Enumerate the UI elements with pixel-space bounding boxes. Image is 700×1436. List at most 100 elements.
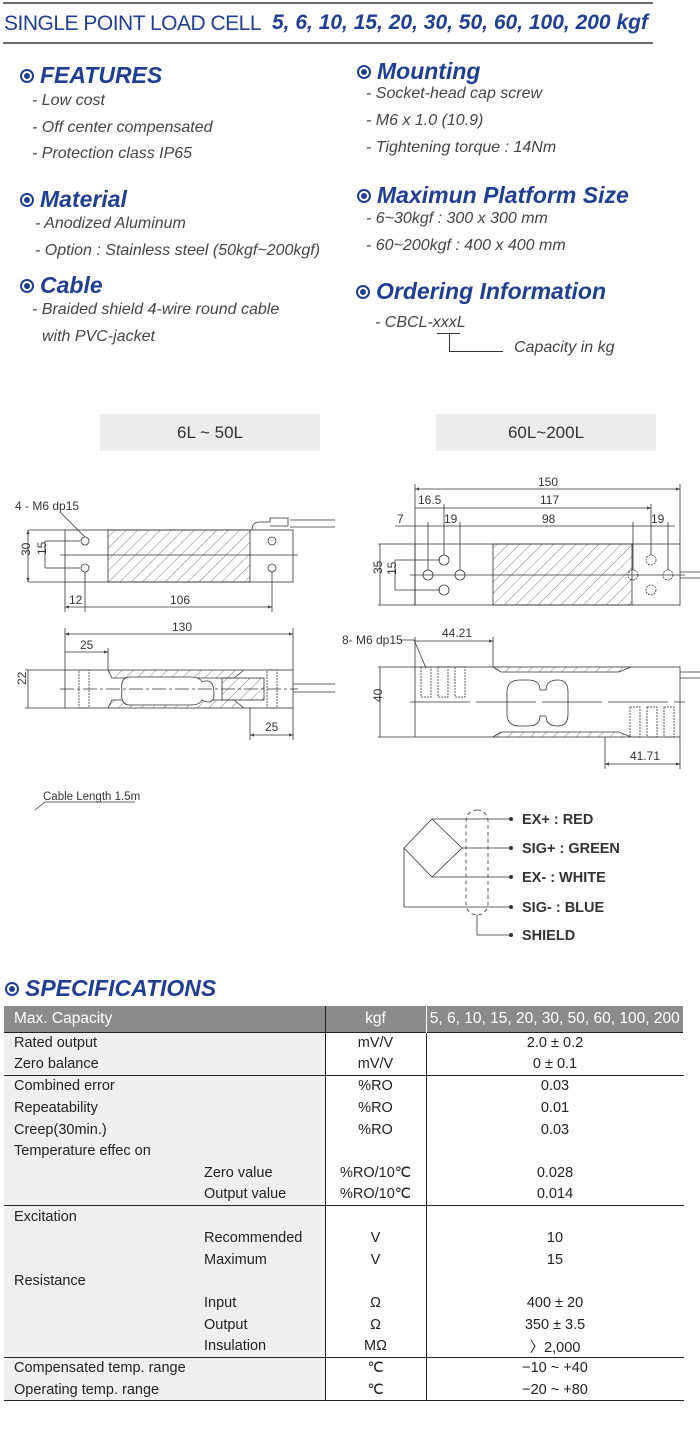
spec-label: Creep(30min.) xyxy=(14,1121,107,1138)
bullet-icon xyxy=(20,192,34,207)
spec-label: Excitation xyxy=(14,1208,77,1225)
large-side-view xyxy=(378,637,700,769)
spec-value: −10 ~ +40 xyxy=(426,1356,684,1379)
dim-label: 19 xyxy=(444,512,458,526)
feature-item: - Off center compensated xyxy=(32,119,213,136)
cable-heading-text: Cable xyxy=(40,272,103,298)
spec-label: Combined error xyxy=(14,1078,115,1095)
spec-value: 2.0 ± 0.2 xyxy=(426,1031,684,1054)
spec-label: Resistance xyxy=(14,1273,86,1290)
header-rule-bottom xyxy=(3,42,653,44)
spec-value: 0 ± 0.1 xyxy=(532,1056,578,1073)
spec-value xyxy=(426,1271,684,1293)
spec-sublabel: Recommended xyxy=(204,1230,303,1247)
features-heading: FEATURES xyxy=(20,62,162,89)
dim-label: 15 xyxy=(35,541,49,555)
spec-unit xyxy=(325,1270,427,1293)
spec-unit: MΩ xyxy=(325,1335,427,1358)
mounting-heading: Mounting xyxy=(357,58,480,85)
platform-heading-text: Maximun Platform Size xyxy=(377,182,629,208)
spec-value: 0.014 xyxy=(536,1186,574,1203)
spec-unit: %RO xyxy=(325,1118,427,1141)
specifications-heading-text: SPECIFICATIONS xyxy=(25,975,217,1001)
col-header: kgf xyxy=(325,1006,427,1032)
platform-item: - 6~30kgf : 300 x 300 mm xyxy=(366,210,548,227)
material-heading-text: Material xyxy=(40,186,127,212)
capacity-range: 5, 6, 10, 15, 20, 30, 50, 60, 100, 200 k… xyxy=(272,11,648,34)
spec-sublabel: Zero value xyxy=(204,1164,273,1181)
cable-item: with PVC-jacket xyxy=(42,328,155,345)
order-code: - CBCL-xxxL xyxy=(375,314,466,331)
dim-label: 25 xyxy=(265,720,279,734)
spec-unit: ℃ xyxy=(325,1356,427,1379)
dim-label: 7 xyxy=(397,512,404,526)
spec-value: 0.028 xyxy=(536,1164,574,1181)
spec-unit: mV/V xyxy=(325,1031,427,1054)
technical-drawings: 4 - M6 dp15 30 15 12 106 130 25 22 25 Ca… xyxy=(15,475,700,944)
spec-unit: %RO xyxy=(325,1097,427,1119)
spec-label: Rated output xyxy=(14,1035,98,1052)
spec-value: −20 ~ +80 xyxy=(426,1379,684,1402)
material-item: - Option : Stainless steel (50kgf~200kgf… xyxy=(35,242,321,259)
col-header: 5, 6, 10, 15, 20, 30, 50, 60, 100, 200 xyxy=(426,1006,684,1032)
mounting-item: - Socket-head cap screw xyxy=(366,85,543,102)
dim-label: 30 xyxy=(19,542,33,556)
spec-value xyxy=(426,1140,684,1162)
spec-label: Temperature effec on xyxy=(14,1143,151,1160)
spec-unit: V xyxy=(325,1227,427,1249)
spec-sublabel: Output xyxy=(204,1316,248,1333)
table-row: Resistance xyxy=(4,1270,684,1293)
wire-label: SIG- : BLUE xyxy=(522,900,604,916)
spec-sublabel: Maximum xyxy=(204,1251,267,1268)
spec-unit: %RO/10℃ xyxy=(325,1183,427,1206)
feature-item: - Protection class IP65 xyxy=(32,145,193,162)
large-top-view xyxy=(378,484,700,606)
spec-sublabel: Input xyxy=(204,1295,237,1312)
ordering-heading: Ordering Information xyxy=(356,278,606,305)
small-side-view xyxy=(25,628,335,811)
spec-unit: %RO xyxy=(325,1074,427,1098)
order-bracket xyxy=(437,333,460,334)
spec-unit: Ω xyxy=(325,1292,427,1314)
spec-value: 10 xyxy=(546,1230,564,1247)
header-rule-top xyxy=(3,2,653,4)
spec-label: Operating temp. range xyxy=(14,1381,160,1398)
spec-label: Compensated temp. range xyxy=(14,1360,186,1377)
spec-value: 0.03 xyxy=(426,1074,684,1098)
wire-label: SHIELD xyxy=(522,928,575,944)
bullet-icon xyxy=(5,981,19,996)
spec-value: 〉2,000 xyxy=(529,1339,581,1356)
table-row: Output value %RO/10℃ 0.014 xyxy=(4,1183,684,1206)
dim-label: 22 xyxy=(15,671,29,685)
wire-label: SIG+ : GREEN xyxy=(522,841,620,857)
drawing-caption-small: 6L ~ 50L xyxy=(100,414,320,451)
spec-value: 350 ± 3.5 xyxy=(524,1316,586,1333)
bullet-icon xyxy=(20,68,34,83)
spec-value: 15 xyxy=(546,1251,564,1268)
bullet-icon xyxy=(20,278,34,293)
feature-item: - Low cost xyxy=(32,92,105,109)
spec-sublabel: Output value xyxy=(204,1186,287,1203)
spec-unit xyxy=(325,1140,427,1163)
col-header: Max. Capacity xyxy=(14,1009,113,1027)
material-heading: Material xyxy=(20,186,127,213)
wiring-diagram xyxy=(403,809,510,936)
mounting-item: - M6 x 1.0 (10.9) xyxy=(366,112,484,129)
platform-heading: Maximun Platform Size xyxy=(357,182,629,209)
spec-value: 0.01 xyxy=(540,1099,570,1116)
bullet-icon xyxy=(357,64,371,79)
dim-label: 41.71 xyxy=(630,749,660,763)
wire-label: EX- : WHITE xyxy=(522,870,606,886)
table-header-row: Max. Capacity kgf 5, 6, 10, 15, 20, 30, … xyxy=(4,1006,684,1032)
hole-note-large: 8- M6 dp15 xyxy=(342,633,403,647)
dim-label: 25 xyxy=(80,638,94,652)
drawing-caption-large: 60L~200L xyxy=(436,414,656,451)
wire-dots xyxy=(509,817,513,937)
dim-label: 106 xyxy=(170,593,190,607)
table-row: Compensated temp. range ℃−10 ~ +40 xyxy=(4,1356,684,1379)
